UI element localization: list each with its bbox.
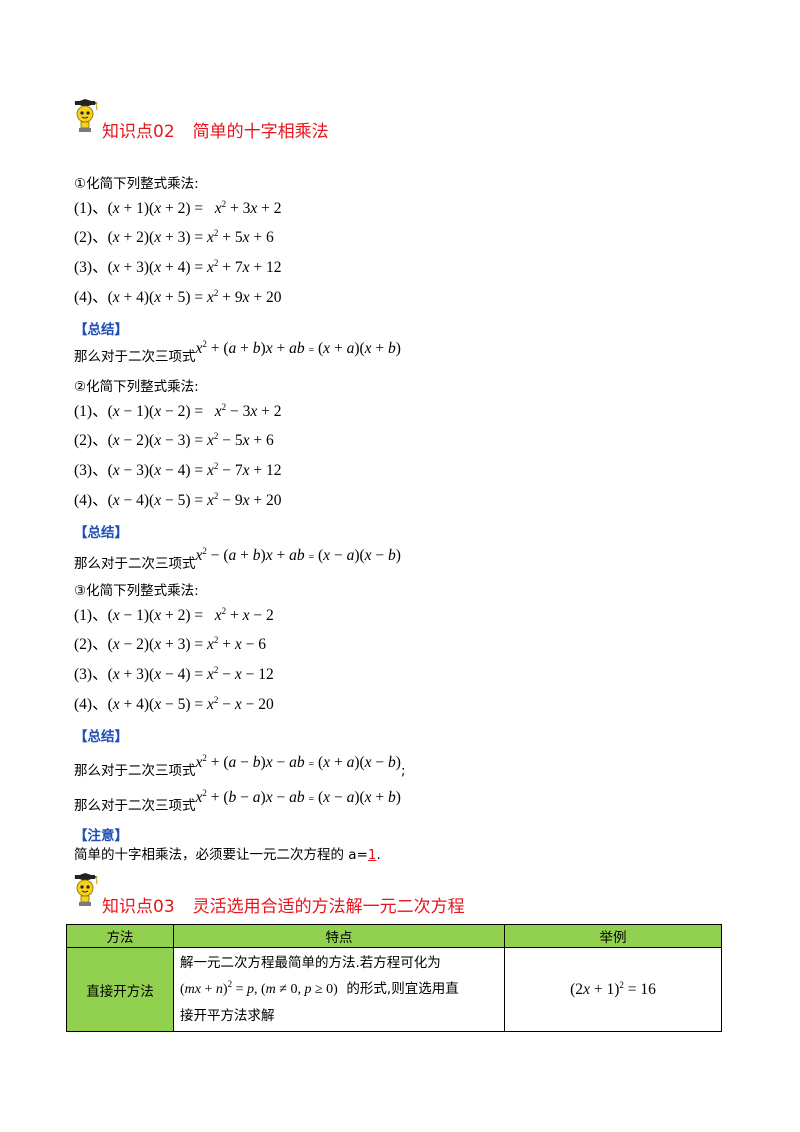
group2-row-2: (2)、(x − 2)(x − 3) = x2 − 5x + 6 <box>74 431 274 450</box>
header-method: 方法 <box>66 924 174 948</box>
method-feature: 解一元二次方程最简单的方法.若方程可化为 (mx + n)2 = p, (m ≠… <box>173 947 505 1032</box>
section-03-number: 知识点03 <box>102 897 175 917</box>
group1-row-1: (1)、(x + 1)(x + 2) = x2 + 3x + 2 <box>74 199 282 218</box>
section-03-title: 知识点03 灵活选用合适的方法解一元二次方程 <box>102 892 465 917</box>
section-02-number: 知识点02 <box>102 122 175 142</box>
group3-row-3: (3)、(x + 3)(x − 4) = x2 − x − 12 <box>74 665 274 684</box>
section-03-text: 灵活选用合适的方法解一元二次方程 <box>192 897 465 917</box>
graduate-mascot-icon <box>72 98 100 134</box>
header-feature: 特点 <box>173 924 505 948</box>
section-02-text: 简单的十字相乘法 <box>192 122 329 142</box>
feature-line-3: 接开平方法求解 <box>180 1008 275 1024</box>
group3-row-1: (1)、(x − 1)(x + 2) = x2 + x − 2 <box>74 606 274 625</box>
group1-row-3: (3)、(x + 3)(x + 4) = x2 + 7x + 12 <box>74 258 282 277</box>
group3-summary-2: 那么对于二次三项式x2 + (b − a)x − ab = (x − a)(x … <box>74 788 401 815</box>
header-example: 举例 <box>504 924 722 948</box>
group2-intro: ②化简下列整式乘法: <box>74 379 199 395</box>
group3-summary-1: 那么对于二次三项式x2 + (a − b)x − ab = (x + a)(x … <box>74 753 406 780</box>
group2-row-4: (4)、(x − 4)(x − 5) = x2 − 9x + 20 <box>74 491 282 510</box>
methods-table: 方法 特点 举例 直接开方法 解一元二次方程最简单的方法.若方程可化为 (mx … <box>66 924 722 1032</box>
group3-summary-text-2: 那么对于二次三项式 <box>74 798 196 814</box>
group3-summary-text-1: 那么对于二次三项式 <box>74 763 196 779</box>
semicolon: ; <box>400 763 406 779</box>
group3-row-4: (4)、(x + 4)(x − 5) = x2 − x − 20 <box>74 695 274 714</box>
note-end: . <box>376 847 381 863</box>
feature-line-1: 解一元二次方程最简单的方法.若方程可化为 <box>180 955 441 971</box>
group1-summary-tag: 【总结】 <box>74 322 128 338</box>
group2-row-3: (3)、(x − 3)(x − 4) = x2 − 7x + 12 <box>74 461 282 480</box>
group3-summary-tag: 【总结】 <box>74 729 128 745</box>
group2-summary-tag: 【总结】 <box>74 525 128 541</box>
group1-row-4: (4)、(x + 4)(x + 5) = x2 + 9x + 20 <box>74 288 282 307</box>
table-row: 直接开方法 解一元二次方程最简单的方法.若方程可化为 (mx + n)2 = p… <box>66 947 722 1032</box>
group1-row-2: (2)、(x + 2)(x + 3) = x2 + 5x + 6 <box>74 228 274 247</box>
group2-summary: 那么对于二次三项式x2 − (a + b)x + ab = (x − a)(x … <box>74 546 401 573</box>
note-text: 简单的十字相乘法，必须要让一元二次方程的 a=1. <box>74 846 381 864</box>
group2-row-1: (1)、(x − 1)(x − 2) = x2 − 3x + 2 <box>74 402 282 421</box>
group2-summary-text: 那么对于二次三项式 <box>74 556 196 572</box>
group1-summary: 那么对于二次三项式x2 + (a + b)x + ab = (x + a)(x … <box>74 339 401 366</box>
section-02-title: 知识点02 简单的十字相乘法 <box>102 117 329 142</box>
group3-row-2: (2)、(x − 2)(x + 3) = x2 + x − 6 <box>74 635 267 654</box>
table-header-row: 方法 特点 举例 <box>66 924 722 948</box>
group1-summary-text: 那么对于二次三项式 <box>74 349 196 365</box>
group3-intro: ③化简下列整式乘法: <box>74 583 199 599</box>
note-body: 简单的十字相乘法，必须要让一元二次方程的 a= <box>74 847 368 863</box>
feature-line-2: 的形式,则宜选用直 <box>346 981 459 997</box>
graduate-mascot-icon <box>72 872 100 908</box>
method-example: (2x + 1)2 = 16 <box>504 947 722 1032</box>
note-tag: 【注意】 <box>74 828 128 844</box>
note-value: 1 <box>367 847 377 863</box>
group1-intro: ①化简下列整式乘法: <box>74 176 199 192</box>
method-name: 直接开方法 <box>66 947 174 1032</box>
